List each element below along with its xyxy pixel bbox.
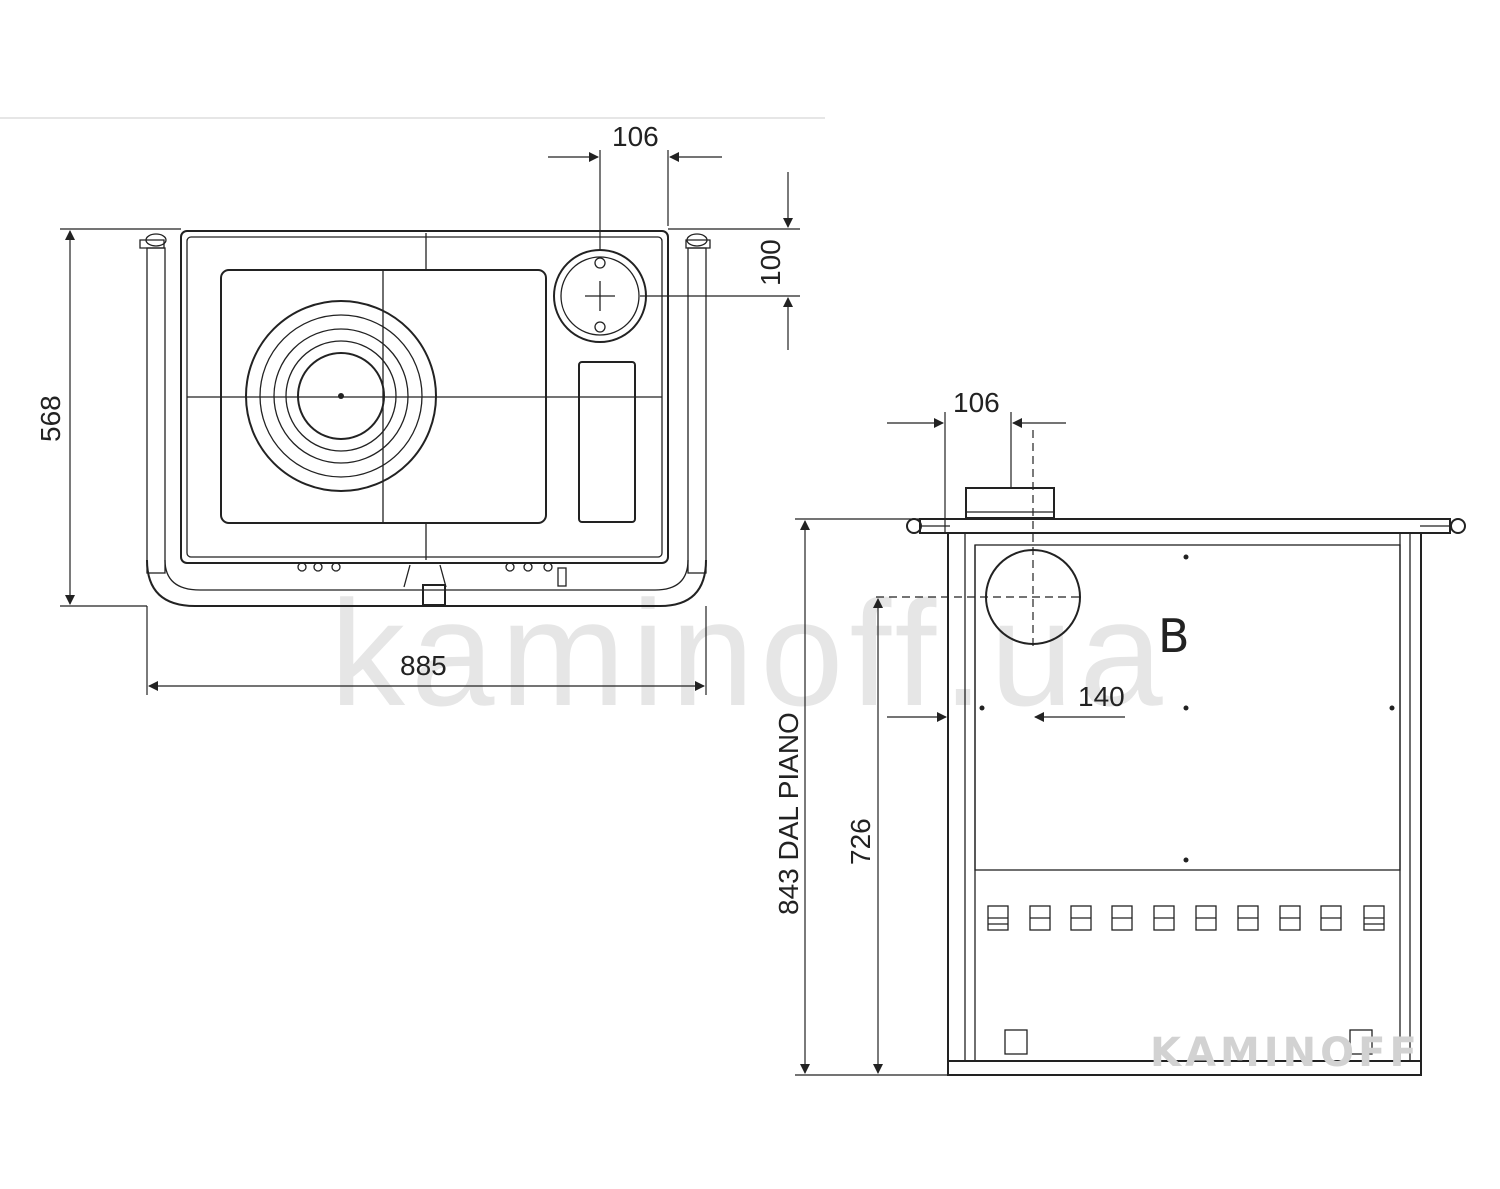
top-plate-side xyxy=(919,518,1451,534)
dim-label-100: 100 xyxy=(755,239,786,286)
watermark-text: kaminoff.ua xyxy=(330,569,1169,737)
dim-568: 568 xyxy=(35,228,181,607)
dim-label-106-top: 106 xyxy=(612,121,659,152)
dim-label-843: 843 DAL PIANO xyxy=(773,712,804,915)
side-slot xyxy=(578,361,636,523)
dim-885: 885 xyxy=(146,606,707,695)
dim-106-top: 106 xyxy=(548,121,722,250)
dim-106-side: 106 xyxy=(887,387,1066,533)
flue-collar-side xyxy=(965,487,1055,519)
face-label-b: B xyxy=(1158,609,1190,663)
dim-label-140: 140 xyxy=(1078,681,1125,712)
dim-label-885: 885 xyxy=(400,650,447,681)
dim-843: 843 DAL PIANO xyxy=(773,518,948,1076)
dim-label-726: 726 xyxy=(845,818,876,865)
left-rail xyxy=(139,233,167,574)
side-panel xyxy=(974,544,1401,871)
watermark-logo: KAMINOFF xyxy=(1150,1030,1421,1076)
right-rail-end xyxy=(1450,518,1466,534)
stove-body-top xyxy=(180,230,669,564)
left-foot xyxy=(1004,1029,1028,1055)
top-view: 106 100 568 885 xyxy=(35,121,800,695)
dim-100: 100 xyxy=(640,172,800,350)
flue-outlet-side xyxy=(876,430,1081,650)
dim-label-106-side: 106 xyxy=(953,387,1000,418)
left-rail-end xyxy=(906,518,922,534)
plinth xyxy=(947,1060,1422,1076)
right-foot xyxy=(1349,1029,1373,1055)
dim-140: 140 xyxy=(887,681,1125,722)
hotplate-rings xyxy=(245,300,437,492)
side-view: B 106 140 xyxy=(773,387,1466,1076)
dim-726: 726 xyxy=(845,598,883,1074)
front-fittings xyxy=(297,562,567,606)
flue-outlet-top xyxy=(553,249,647,343)
vent-row xyxy=(987,905,1385,931)
dim-label-568: 568 xyxy=(35,395,66,442)
right-rail xyxy=(685,233,711,574)
